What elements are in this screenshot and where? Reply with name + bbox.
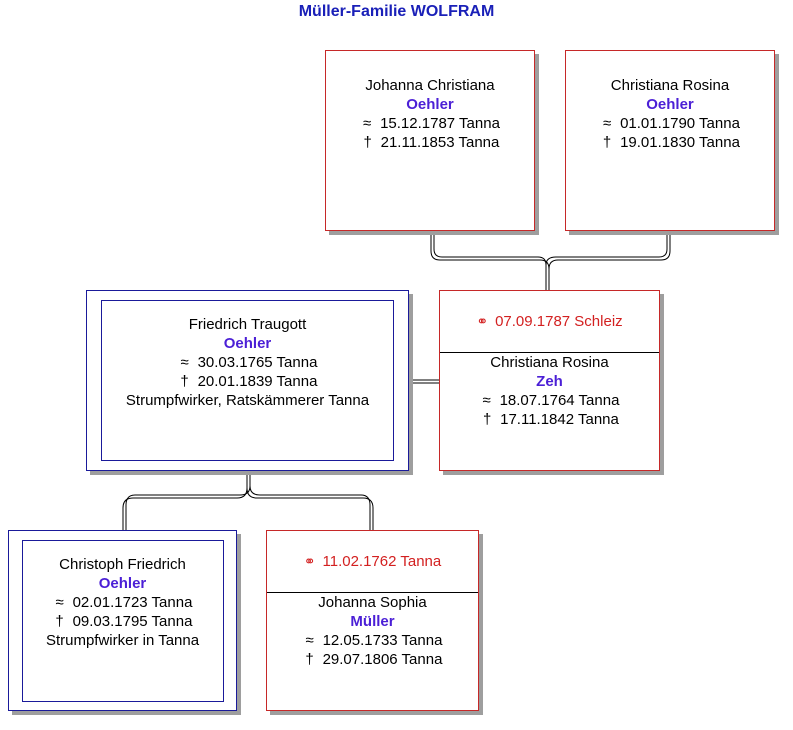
baptism-date: 12.05.1733 Tanna	[322, 632, 443, 649]
marriage-line: ⚭ 07.09.1787 Schleiz	[440, 291, 659, 353]
death-date: 09.03.1795 Tanna	[72, 613, 193, 630]
baptism-date: 18.07.1764 Tanna	[499, 392, 620, 409]
death-icon: †	[482, 411, 492, 428]
person-surname: Oehler	[223, 335, 272, 352]
inner-frame	[22, 540, 224, 702]
chart-title: Müller-Familie WOLFRAM	[298, 3, 495, 20]
death-icon: †	[180, 373, 189, 390]
death-date: 20.01.1839 Tanna	[197, 373, 318, 390]
person-given-name: Christoph Friedrich	[59, 556, 186, 573]
death-line: † 20.01.1839 Tanna	[87, 372, 408, 391]
person-surname: Oehler	[406, 96, 454, 113]
baptism-icon: ≈	[55, 594, 64, 611]
baptism-line: ≈18.07.1764 Tanna	[440, 391, 659, 410]
person-box-johanna-sophia[interactable]: ⚭11.02.1762 Tanna Johanna Sophia Müller …	[266, 530, 479, 711]
baptism-date: 01.01.1790 Tanna	[620, 115, 740, 132]
marriage-rings-icon: ⚭	[476, 313, 488, 329]
baptism-date: 15.12.1787 Tanna	[380, 115, 500, 132]
person-given-name: Friedrich Traugott	[188, 316, 307, 333]
baptism-line: ≈30.03.1765 Tanna	[87, 353, 408, 372]
death-date: 21.11.1853 Tanna	[380, 134, 500, 151]
person-surname: Oehler	[98, 575, 147, 592]
death-date: 29.07.1806 Tanna	[322, 651, 443, 668]
marriage-rings-icon: ⚭	[303, 553, 316, 569]
death-icon: †	[305, 651, 314, 668]
death-line: † 19.01.1830 Tanna	[566, 133, 774, 152]
baptism-line: ≈12.05.1733 Tanna	[267, 631, 478, 650]
death-line: † 17.11.1842 Tanna	[440, 410, 659, 429]
person-box-friedrich-traugott[interactable]: Friedrich Traugott Oehler ≈30.03.1765 Ta…	[86, 290, 409, 471]
person-box-christiana-rosina-zeh[interactable]: ⚭ 07.09.1787 Schleiz Christiana Rosina Ze…	[439, 290, 660, 471]
death-line: † 29.07.1806 Tanna	[267, 650, 478, 669]
death-icon: †	[363, 134, 372, 151]
death-date: 17.11.1842 Tanna	[500, 411, 619, 428]
occupation: Strumpfwirker in Tanna	[45, 632, 200, 649]
baptism-icon: ≈	[482, 392, 491, 409]
marriage-line: ⚭ 11.02.1762 Tanna	[267, 531, 478, 593]
inner-frame	[101, 300, 394, 461]
death-icon: †	[55, 613, 64, 630]
person-box-christoph-friedrich[interactable]: Christoph Friedrich Oehler ≈02.01.1723 T…	[8, 530, 237, 711]
baptism-icon: ≈	[602, 115, 612, 132]
person-given-name: Christiana Rosina	[490, 354, 609, 371]
baptism-date: 30.03.1765 Tanna	[197, 354, 318, 371]
baptism-icon: ≈	[305, 632, 314, 649]
person-given-name: Johanna Christiana	[365, 77, 495, 94]
baptism-line: ≈01.01.1790 Tanna	[566, 114, 774, 133]
person-box-johanna-christiana[interactable]: Johanna Christiana Oehler ≈15.12.1787 Ta…	[325, 50, 535, 231]
person-surname: Müller	[350, 613, 395, 630]
person-box-christiana-rosina-oehler[interactable]: Christiana Rosina Oehler ≈01.01.1790 Tan…	[565, 50, 775, 231]
marriage-date: 07.09.1787 Schleiz	[495, 313, 623, 330]
death-line: † 21.11.1853 Tanna	[326, 133, 534, 152]
person-given-name: Christiana Rosina	[610, 77, 730, 94]
death-line: † 09.03.1795 Tanna	[9, 612, 236, 631]
death-icon: †	[602, 134, 612, 151]
baptism-icon: ≈	[362, 115, 372, 132]
baptism-date: 02.01.1723 Tanna	[72, 594, 193, 611]
person-given-name: Johanna Sophia	[318, 594, 427, 611]
baptism-line: ≈15.12.1787 Tanna	[326, 114, 534, 133]
death-date: 19.01.1830 Tanna	[620, 134, 740, 151]
person-surname: Zeh	[536, 373, 563, 390]
baptism-line: ≈02.01.1723 Tanna	[9, 593, 236, 612]
baptism-icon: ≈	[180, 354, 189, 371]
person-surname: Oehler	[646, 96, 694, 113]
occupation: Strumpfwirker, Ratskämmerer Tanna	[125, 392, 370, 409]
marriage-date: 11.02.1762 Tanna	[322, 553, 442, 570]
